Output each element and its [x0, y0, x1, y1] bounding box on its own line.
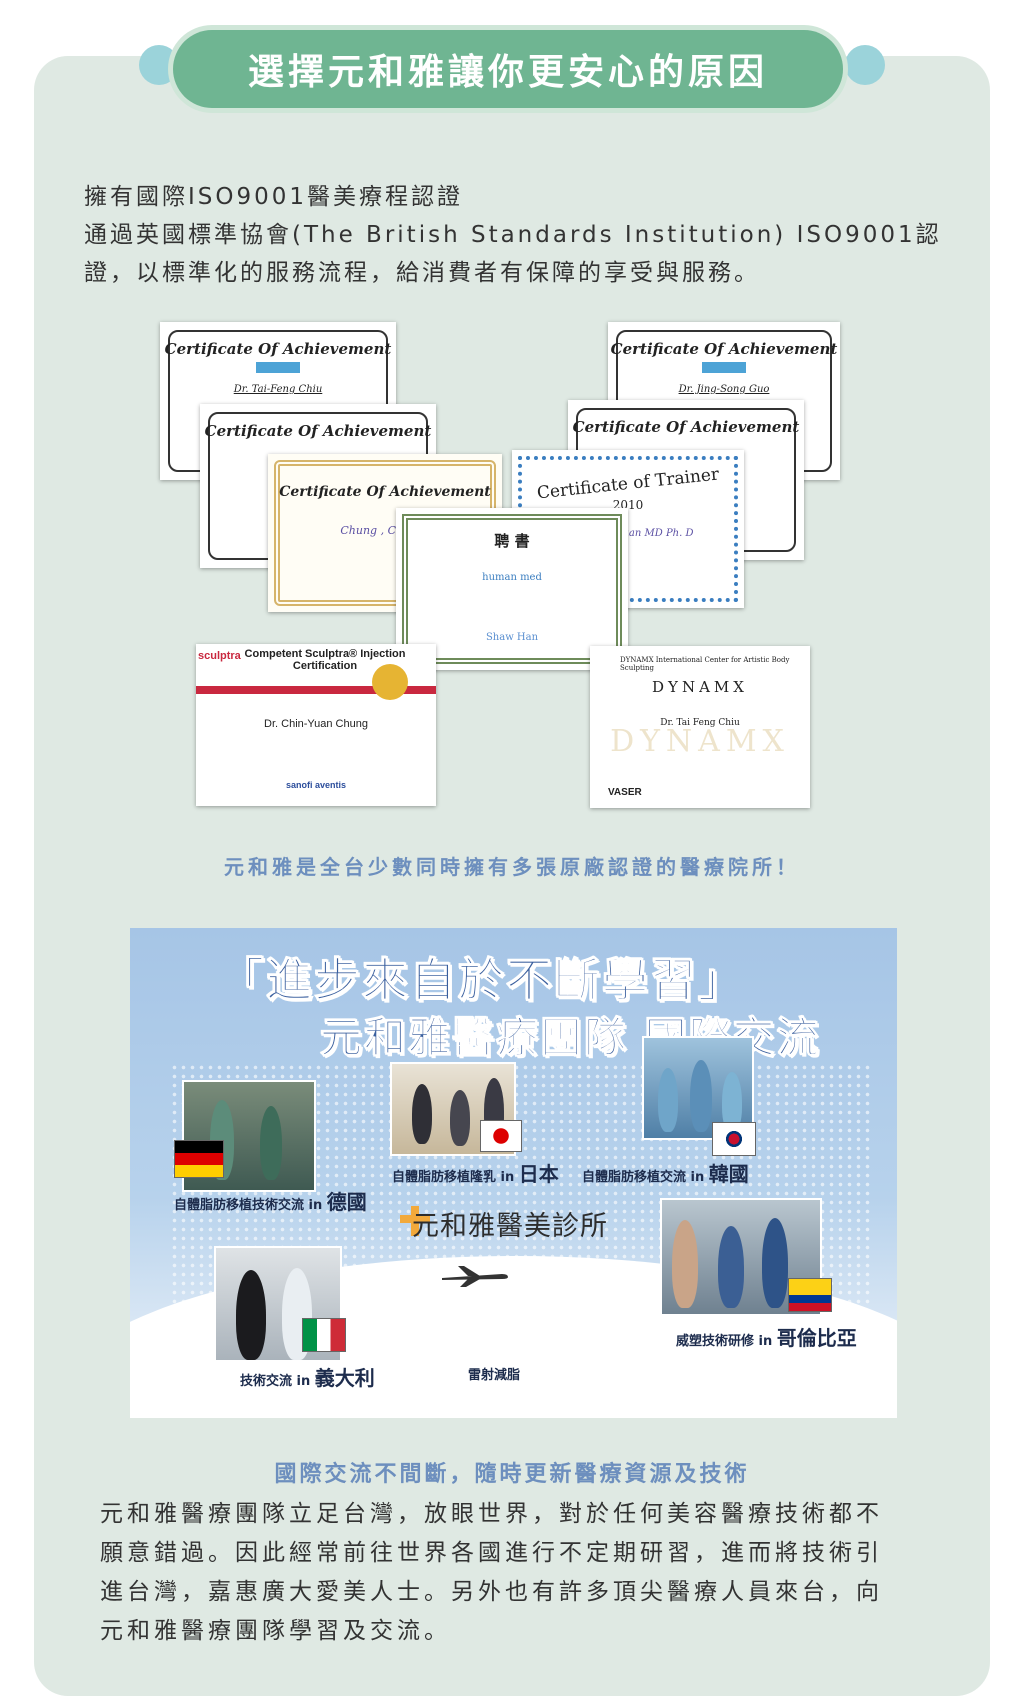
international-exchange-banner: 「進步來自於不斷學習」 元和雅醫療團隊 國際交流 自體脂肪移植技術交流 in 德… — [130, 928, 897, 1418]
intro-text: 擁有國際ISO9001醫美療程認證 通過英國標準協會(The British S… — [84, 178, 954, 292]
decorative-dot-right — [845, 45, 885, 85]
italy-label: 技術交流 in 義大利 — [240, 1366, 375, 1390]
laser-label: 雷射減脂 — [468, 1368, 521, 1383]
decorative-dot-left — [139, 45, 179, 85]
korea-photo — [642, 1036, 754, 1140]
airplane-icon — [442, 1266, 508, 1287]
section-title: 選擇元和雅讓你更安心的原因 — [173, 30, 843, 108]
certificate-image: DYNAMX International Center for Artistic… — [590, 646, 810, 808]
colombia-photo — [660, 1198, 822, 1316]
germany-label: 自體脂肪移植技術交流 in 德國 — [174, 1190, 367, 1214]
body-line: 進台灣，嘉惠廣大愛美人士。另外也有許多頂尖醫療人員來台，向 — [100, 1579, 883, 1605]
colombia-label: 威塑技術研修 in 哥倫比亞 — [676, 1326, 857, 1350]
japan-flag-icon — [480, 1120, 522, 1152]
korea-label: 自體脂肪移植交流 in 韓國 — [582, 1162, 749, 1186]
germany-flag-icon — [174, 1140, 224, 1178]
japan-label: 自體脂肪移植隆乳 in 日本 — [392, 1162, 559, 1186]
korea-flag-icon — [712, 1122, 756, 1156]
italy-flag-icon — [302, 1318, 346, 1352]
colombia-flag-icon — [788, 1278, 832, 1312]
certificate-image: 聘 書 human med Shaw Han — [396, 508, 628, 670]
germany-photo — [182, 1080, 316, 1192]
certification-caption: 元和雅是全台少數同時擁有多張原廠認證的醫療院所！ — [224, 855, 800, 879]
exchange-subheading: 國際交流不間斷，隨時更新醫療資源及技術 — [274, 1462, 750, 1487]
banner-title: 「進步來自於不斷學習」 — [218, 953, 746, 1008]
intro-line: 通過英國標準協會(The British Standards Instituti… — [84, 222, 942, 248]
clinic-name: 元和雅醫美診所 — [412, 1211, 608, 1242]
intro-line: 證，以標準化的服務流程，給消費者有保障的享受與服務。 — [84, 260, 760, 286]
certificate-image: sculptra Competent Sculptra® Injection C… — [196, 644, 436, 806]
intro-line: 擁有國際ISO9001醫美療程認證 — [84, 184, 464, 210]
body-line: 願意錯過。因此經常前往世界各國進行不定期研習，進而將技術引 — [100, 1540, 883, 1566]
body-line: 元和雅醫療團隊學習及交流。 — [100, 1618, 451, 1644]
exchange-body-text: 元和雅醫療團隊立足台灣，放眼世界，對於任何美容醫療技術都不 願意錯過。因此經常前… — [100, 1495, 930, 1651]
body-line: 元和雅醫療團隊立足台灣，放眼世界，對於任何美容醫療技術都不 — [100, 1501, 883, 1527]
clinic-cross-icon — [400, 1206, 430, 1236]
